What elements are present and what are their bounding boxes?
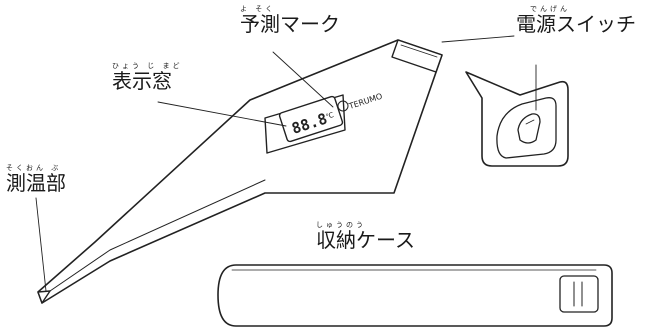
switch-closeup-body: [496, 97, 557, 159]
label-yosoku-mark-text: 予測マーク: [240, 12, 340, 36]
display-screen: [278, 95, 344, 143]
switch-closeup-callout: [465, 71, 569, 167]
label-storage-case-ruby: しゅうのう: [316, 221, 366, 229]
label-sensor-text: 測温部: [6, 171, 66, 195]
leader-display-window: [157, 101, 287, 127]
label-yosoku-mark: よ そく 予測マーク: [240, 5, 340, 36]
switch-closeup-groove: [525, 119, 535, 125]
leader-power-switch: [441, 35, 515, 43]
label-storage-case: しゅうのう 収納ケース: [316, 221, 415, 252]
thermometer-edge: [49, 179, 266, 292]
storage-case-clip[interactable]: [559, 275, 599, 313]
label-power-switch-ruby: でんげん: [530, 5, 570, 13]
leader-sensor: [35, 197, 47, 292]
switch-closeup-button[interactable]: [517, 113, 541, 144]
brand-logo-icon: [337, 100, 349, 112]
storage-case: [217, 264, 613, 327]
leader-yosoku-mark: [272, 51, 334, 108]
label-display-window: ひょう じ まど 表示窓: [112, 62, 183, 93]
label-display-window-text: 表示窓: [112, 69, 172, 93]
thermometer-body: [37, 39, 443, 304]
label-power-switch: でんげん 電源スイッチ: [516, 5, 636, 36]
display-unit: ℃: [325, 111, 335, 121]
label-display-window-ruby: ひょう じ まど: [112, 62, 183, 70]
label-storage-case-text: 収納ケース: [316, 228, 415, 252]
power-switch-cap[interactable]: [391, 39, 443, 73]
label-sensor: そくおん ぶ 測温部: [6, 164, 66, 195]
label-sensor-ruby: そくおん ぶ: [6, 164, 62, 172]
label-yosoku-mark-ruby: よ そく: [240, 5, 276, 13]
label-power-switch-text: 電源スイッチ: [516, 12, 636, 36]
sensor-tip: [37, 290, 51, 304]
switch-cap-groove: [400, 44, 438, 58]
